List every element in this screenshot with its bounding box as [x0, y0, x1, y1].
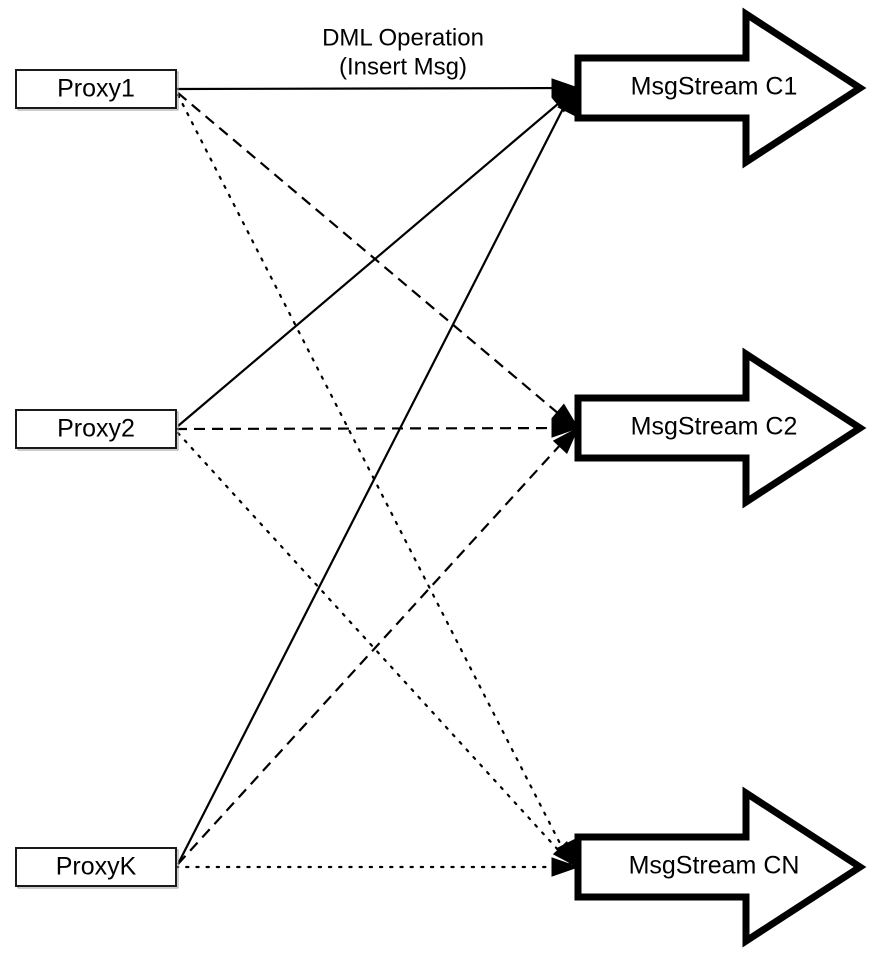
stream-arrow-stream_c1[interactable]: MsgStream C1	[574, 7, 867, 169]
edge-proxyk-to-stream_c2	[177, 431, 573, 865]
stream-label: MsgStream CN	[629, 852, 800, 880]
proxy-label: Proxy2	[57, 415, 135, 443]
edges-layer	[174, 86, 576, 869]
stream-arrow-outline	[574, 786, 867, 948]
stream-arrow-outline	[574, 347, 867, 509]
proxy-box-outline	[15, 409, 177, 449]
annotation-line-2: (Insert Msg)	[339, 53, 467, 80]
stream-arrows-layer: MsgStream C1 MsgStream C2 MsgStream CN	[574, 7, 867, 948]
proxy-box-outline	[15, 69, 177, 109]
edge-proxyk-to-stream_c1	[177, 92, 572, 865]
dml-operation-annotation: DML Operation (Insert Msg)	[322, 24, 484, 80]
arrowhead-head-c2-c	[552, 426, 580, 454]
proxy-node-proxy2[interactable]: Proxy2	[15, 409, 179, 451]
arrowheads-layer	[551, 78, 580, 877]
arrowhead-head-c2-b	[551, 403, 580, 429]
proxy-node-proxy1[interactable]: Proxy1	[15, 69, 179, 111]
arrowhead-head-cn-a	[551, 857, 580, 877]
edge-proxy2-to-stream_c2	[175, 426, 575, 431]
proxy-label: Proxy1	[57, 75, 135, 103]
arrowhead-head-cn-c	[552, 841, 580, 869]
stream-arrow-outline	[574, 7, 867, 169]
edge-proxy1-to-stream_c1	[175, 86, 575, 91]
stream-label: MsgStream C2	[631, 413, 798, 441]
proxy-box-outline	[15, 847, 177, 887]
proxy-label: ProxyK	[56, 853, 137, 881]
stream-label: MsgStream C1	[631, 73, 798, 101]
stream-arrow-stream_cn[interactable]: MsgStream CN	[574, 786, 867, 948]
annotation-line-1: DML Operation	[322, 24, 484, 51]
stream-arrow-stream_c2[interactable]: MsgStream C2	[574, 347, 867, 509]
edge-proxy2-to-stream_c1	[177, 91, 573, 427]
proxy-node-proxyk[interactable]: ProxyK	[15, 847, 179, 889]
